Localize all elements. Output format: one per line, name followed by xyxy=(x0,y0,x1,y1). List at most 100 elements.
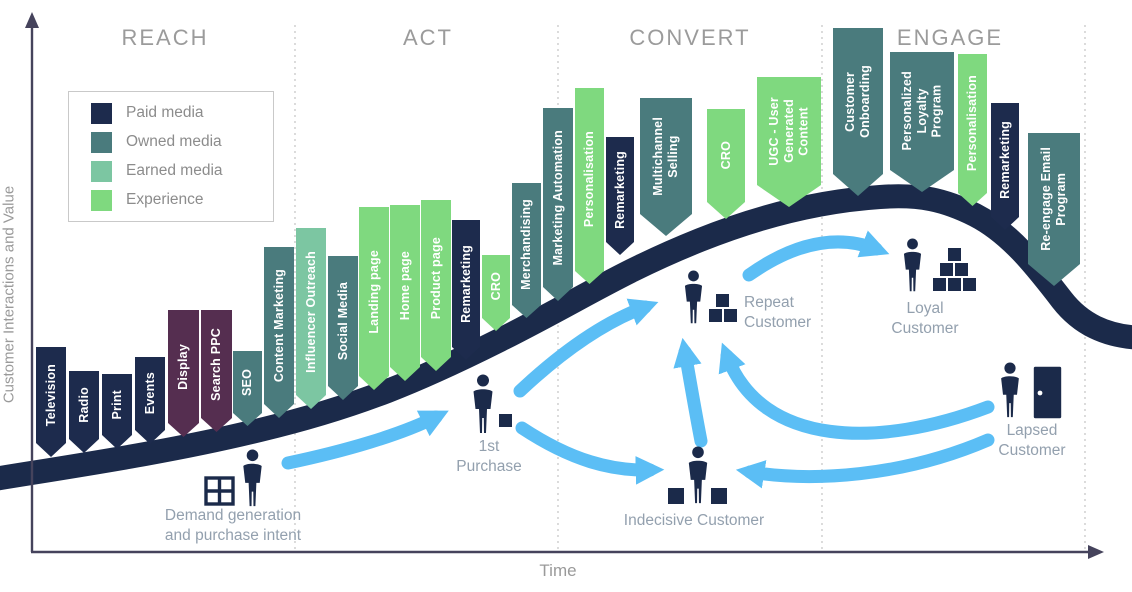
legend-label: Experience xyxy=(126,191,204,208)
repeat-customer-label: Repeat Customer xyxy=(744,294,812,331)
banner-label: Print xyxy=(109,389,124,420)
indecisive-customer-label: Indecisive Customer xyxy=(623,512,765,529)
first-purchase-label: 1st Purchase xyxy=(456,438,522,475)
banner-label: Content Marketing xyxy=(271,268,286,383)
banner-label: Social Media xyxy=(335,281,350,361)
demand-grid-icon xyxy=(204,476,235,506)
legend-label: Earned media xyxy=(126,162,223,179)
phase-header-reach: REACH xyxy=(121,25,209,50)
arrow-indecisive-to-repeat xyxy=(673,337,708,448)
banner-cro: CRO xyxy=(707,109,745,219)
banner-remarketing: Remarketing xyxy=(606,137,634,255)
banner-cro: CRO xyxy=(482,255,510,331)
banner-label: Home page xyxy=(397,251,412,321)
banner-remarketing: Remarketing xyxy=(991,103,1019,230)
arrow-demand-to-first-purchase xyxy=(281,410,449,470)
y-axis-label: Customer Interactions and Value xyxy=(0,185,18,404)
banner-personalisation: Personalisation xyxy=(575,88,604,284)
purchase-box-icon xyxy=(711,488,727,504)
banner-search-ppc: Search PPC xyxy=(201,310,232,432)
person-icon xyxy=(903,238,922,292)
x-axis-arrowhead xyxy=(1088,545,1104,559)
banner-label: SEO xyxy=(240,368,255,396)
person-icon xyxy=(473,374,493,433)
banner-label: Search PPC xyxy=(209,327,224,401)
x-axis-label: Time xyxy=(539,561,577,580)
banner-label: CRO xyxy=(488,272,503,301)
phase-header-engage: ENGAGE xyxy=(896,25,1004,50)
banner-label: Influencer Outreach xyxy=(303,250,318,373)
person-icon xyxy=(243,449,262,507)
lapsed-customer-label: Lapsed Customer xyxy=(998,422,1066,459)
banner-label: Remarketing xyxy=(997,121,1012,199)
banner-personalisation: Personalisation xyxy=(958,54,987,206)
banner-label: Radio xyxy=(76,387,91,423)
experience-swatch xyxy=(91,189,112,211)
banner-customer-onboarding: Customer Onboarding xyxy=(833,28,883,196)
legend-item-earned-media: Earned media xyxy=(91,160,273,182)
arrow-lapsed-to-indecisive xyxy=(735,433,995,489)
purchase-box-icon xyxy=(709,309,722,322)
arrow-first-purchase-to-indecisive xyxy=(515,421,665,485)
owned-media-swatch xyxy=(91,131,112,153)
paid-media-swatch xyxy=(91,102,112,124)
purchase-box-icon xyxy=(499,414,512,427)
banner-seo: SEO xyxy=(233,351,262,426)
purchase-box-icon xyxy=(948,278,961,291)
purchase-box-icon xyxy=(724,309,737,322)
banner-home-page: Home page xyxy=(390,205,420,381)
door-icon xyxy=(1033,366,1062,419)
purchase-box-icon xyxy=(955,263,968,276)
banner-label: Multichannel Selling xyxy=(651,116,680,196)
banner-content-marketing: Content Marketing xyxy=(264,247,294,418)
banner-label: Re-engage Email Program xyxy=(1039,146,1068,251)
banner-label: Events xyxy=(142,372,157,415)
purchase-box-icon xyxy=(668,488,684,504)
banner-label: CRO xyxy=(718,141,733,170)
banner-personalized-loyalty-program: Personalized Loyalty Program xyxy=(890,52,954,192)
purchase-box-icon xyxy=(948,248,961,261)
phase-header-act: ACT xyxy=(403,25,453,50)
banner-label: Merchandising xyxy=(519,198,534,290)
banner-radio: Radio xyxy=(69,371,99,453)
phase-header-convert: CONVERT xyxy=(629,25,751,50)
banner-influencer-outreach: Influencer Outreach xyxy=(296,228,326,409)
banner-label: Personalisation xyxy=(582,131,597,228)
banner-television: Television xyxy=(36,347,66,457)
banner-label: Landing page xyxy=(366,249,381,334)
banner-label: Remarketing xyxy=(458,244,473,323)
banner-label: Remarketing xyxy=(612,150,627,229)
banner-re-engage-email-program: Re-engage Email Program xyxy=(1028,133,1080,286)
earned-media-swatch xyxy=(91,160,112,182)
banner-social-media: Social Media xyxy=(328,256,358,400)
banner-label: Personalized Loyalty Program xyxy=(899,71,944,151)
banner-label: Product page xyxy=(428,237,443,320)
journey-curve xyxy=(0,184,1132,491)
demand-generation-label: Demand generation and purchase intent xyxy=(164,507,302,544)
legend-label: Owned media xyxy=(126,133,222,150)
banner-merchandising: Merchandising xyxy=(512,183,541,318)
banner-multichannel-selling: Multichannel Selling xyxy=(640,98,692,236)
banner-label: Personalisation xyxy=(965,75,980,172)
banner-label: Customer Onboarding xyxy=(843,64,872,138)
legend-item-experience: Experience xyxy=(91,189,273,211)
banner-print: Print xyxy=(102,374,132,449)
banner-label: Display xyxy=(176,343,191,390)
person-icon xyxy=(1001,362,1019,418)
banner-product-page: Product page xyxy=(421,200,451,371)
person-icon xyxy=(688,446,708,504)
banner-remarketing: Remarketing xyxy=(452,220,480,360)
person-icon xyxy=(684,270,703,324)
banner-landing-page: Landing page xyxy=(359,207,389,390)
purchase-box-icon xyxy=(963,278,976,291)
loyal-customer-label: Loyal Customer xyxy=(891,300,959,337)
purchase-box-icon xyxy=(940,263,953,276)
legend-label: Paid media xyxy=(126,104,204,121)
purchase-box-icon xyxy=(716,294,729,307)
banner-display: Display xyxy=(168,310,199,437)
legend-item-owned-media: Owned media xyxy=(91,131,273,153)
